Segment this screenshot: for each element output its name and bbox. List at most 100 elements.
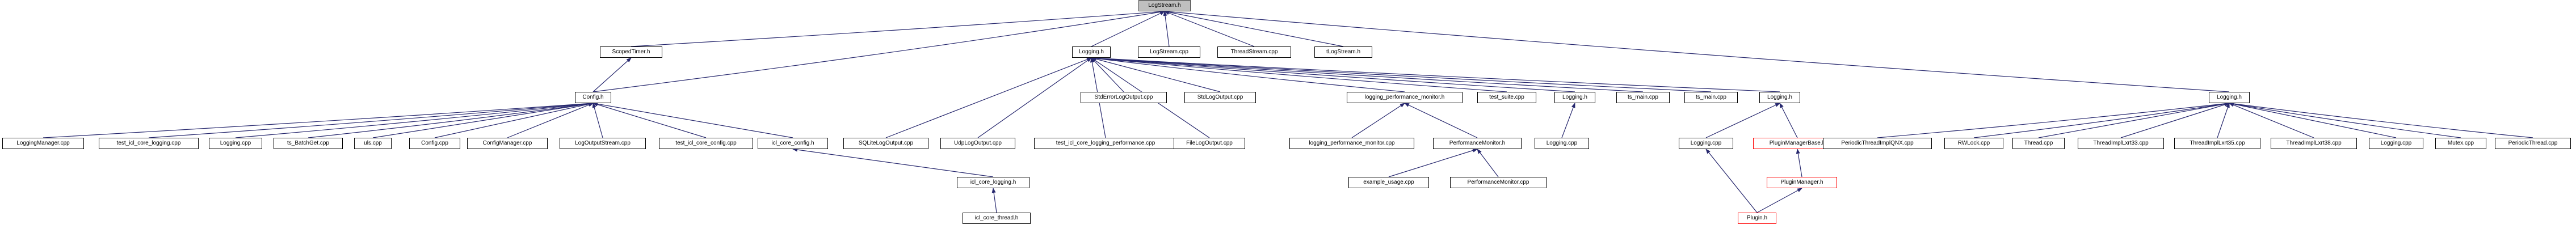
graph-node-performancemonitor-h[interactable]: PerformanceMonitor.h <box>1433 138 1522 149</box>
graph-node-ts-batchget-cpp[interactable]: ts_BatchGet.cpp <box>274 138 343 149</box>
graph-node-label: RWLock.cpp <box>1957 140 1990 146</box>
graph-node-logstream-h[interactable]: LogStream.h <box>1138 0 1191 11</box>
graph-node-logging-h[interactable]: Logging.h <box>2209 92 2250 103</box>
graph-node-thread-cpp[interactable]: Thread.cpp <box>2012 138 2065 149</box>
graph-node-plugin-h[interactable]: Plugin.h <box>1738 213 1776 224</box>
graph-node-label: ThreadImplLxrt35.cpp <box>2190 140 2245 146</box>
graph-edge <box>885 57 1092 138</box>
graph-node-config-h[interactable]: Config.h <box>575 92 611 103</box>
graph-node-rwlock-cpp[interactable]: RWLock.cpp <box>1944 138 2003 149</box>
graph-node-tlogstream-h[interactable]: tLogStream.h <box>1314 46 1372 58</box>
graph-node-logging-cpp[interactable]: Logging.cpp <box>1679 138 1733 149</box>
graph-node-logging-h[interactable]: Logging.h <box>1759 92 1800 103</box>
graph-edge <box>1091 57 1124 92</box>
graph-edge <box>792 147 994 177</box>
graph-edge <box>1404 103 1478 138</box>
graph-node-label: logging_performance_monitor.cpp <box>1309 140 1395 146</box>
graph-node-label: test_icl_core_logging_performance.cpp <box>1056 140 1155 146</box>
graph-node-uls-cpp[interactable]: uls.cpp <box>354 138 392 149</box>
graph-node-label: Config.h <box>582 94 604 100</box>
graph-node-stdlogoutput-cpp[interactable]: StdLogOutput.cpp <box>1184 92 1256 103</box>
graph-node-loggingmanager-cpp[interactable]: LoggingManager.cpp <box>2 138 84 149</box>
graph-edge <box>434 102 594 138</box>
graph-node-label: ThreadImplLxrt33.cpp <box>2093 140 2149 146</box>
graph-node-filelogoutput-cpp[interactable]: FileLogOutput.cpp <box>1174 138 1245 149</box>
graph-node-logging-performance-monitor-h[interactable]: logging_performance_monitor.h <box>1347 92 1463 103</box>
graph-node-label: StdErrorLogOutput.cpp <box>1094 94 1153 100</box>
graph-node-label: uls.cpp <box>364 140 382 146</box>
graph-node-performancemonitor-cpp[interactable]: PerformanceMonitor.cpp <box>1450 177 1547 188</box>
graph-node-logoutputstream-cpp[interactable]: LogOutputStream.cpp <box>560 138 646 149</box>
graph-edge <box>1973 101 2230 138</box>
graph-node-stderrorlogoutput-cpp[interactable]: StdErrorLogOutput.cpp <box>1081 92 1167 103</box>
graph-node-threadimpllxrt33-cpp[interactable]: ThreadImplLxrt33.cpp <box>2078 138 2164 149</box>
graph-edge <box>1091 11 1165 47</box>
graph-node-test-icl-core-config-cpp[interactable]: test_icl_core_config.cpp <box>659 138 753 149</box>
graph-node-udplogoutput-cpp[interactable]: UdpLogOutput.cpp <box>940 138 1015 149</box>
graph-node-config-cpp[interactable]: Config.cpp <box>409 138 460 149</box>
graph-node-scopedtimer-h[interactable]: ScopedTimer.h <box>600 46 662 58</box>
graph-node-logstream-cpp[interactable]: LogStream.cpp <box>1138 46 1200 58</box>
graph-node-configmanager-cpp[interactable]: ConfigManager.cpp <box>467 138 548 149</box>
graph-edge <box>592 103 603 138</box>
graph-node-icl-core-config-h[interactable]: icl_core_config.h <box>758 138 828 149</box>
graph-node-label: Plugin.h <box>1746 215 1768 221</box>
graph-node-example-usage-cpp[interactable]: example_usage.cpp <box>1348 177 1429 188</box>
graph-node-label: Logging.cpp <box>1690 140 1722 146</box>
graph-node-icl-core-thread-h[interactable]: icl_core_thread.h <box>963 213 1031 224</box>
graph-edge <box>1164 11 1255 47</box>
graph-node-mutex-cpp[interactable]: Mutex.cpp <box>2435 138 2486 149</box>
graph-node-label: PeriodicThread.cpp <box>2508 140 2558 146</box>
graph-edge <box>1091 56 1405 92</box>
graph-node-threadimpllxrt38-cpp[interactable]: ThreadImplLxrt38.cpp <box>2271 138 2357 149</box>
graph-edge <box>2229 101 2461 138</box>
graph-node-sqlitelogoutput-cpp[interactable]: SQLiteLogOutput.cpp <box>843 138 928 149</box>
graph-node-logging-h[interactable]: Logging.h <box>1554 92 1595 103</box>
graph-node-label: PerformanceMonitor.h <box>1449 140 1506 146</box>
graph-node-logging-cpp[interactable]: Logging.cpp <box>2369 138 2423 149</box>
graph-edge <box>2120 103 2230 138</box>
graph-node-periodicthread-cpp[interactable]: PeriodicThread.cpp <box>2495 138 2571 149</box>
graph-edge <box>235 101 594 138</box>
graph-edge <box>1756 188 1802 213</box>
graph-node-label: StdLogOutput.cpp <box>1197 94 1243 100</box>
graph-node-label: PerformanceMonitor.cpp <box>1467 179 1529 185</box>
graph-node-label: Logging.h <box>1767 94 1792 100</box>
graph-node-ts-main-cpp[interactable]: ts_main.cpp <box>1616 92 1670 103</box>
graph-node-label: test_suite.cpp <box>1489 94 1524 100</box>
graph-node-logging-h[interactable]: Logging.h <box>1072 46 1111 58</box>
graph-node-logging-performance-monitor-cpp[interactable]: logging_performance_monitor.cpp <box>1289 138 1414 149</box>
graph-edge <box>592 101 793 138</box>
graph-node-icl-core-logging-h[interactable]: icl_core_logging.h <box>957 177 1029 188</box>
graph-edge <box>1779 103 1798 138</box>
graph-edge <box>1091 56 1575 92</box>
graph-edge <box>308 101 594 138</box>
graph-node-label: LoggingManager.cpp <box>16 140 70 146</box>
graph-node-test-icl-core-logging-performance-cpp[interactable]: test_icl_core_logging_performance.cpp <box>1034 138 1177 149</box>
graph-node-label: Logging.h <box>1562 94 1587 100</box>
graph-node-test-icl-core-logging-cpp[interactable]: test_icl_core_logging.cpp <box>99 138 199 149</box>
graph-node-label: Logging.h <box>1079 49 1104 55</box>
graph-edge <box>1164 10 1344 47</box>
graph-node-pluginmanager-h[interactable]: PluginManager.h <box>1767 177 1837 188</box>
graph-node-ts-main-cpp[interactable]: ts_main.cpp <box>1684 92 1738 103</box>
graph-node-label: PluginManagerBase.h <box>1769 140 1826 146</box>
graph-edge <box>1705 103 1780 138</box>
graph-edge <box>507 103 594 138</box>
graph-node-threadimpllxrt35-cpp[interactable]: ThreadImplLxrt35.cpp <box>2174 138 2260 149</box>
graph-node-label: tLogStream.h <box>1326 49 1361 55</box>
graph-node-logging-cpp[interactable]: Logging.cpp <box>209 138 262 149</box>
graph-node-label: Logging.cpp <box>220 140 251 146</box>
graph-edge <box>2217 103 2230 138</box>
graph-edge <box>1351 103 1405 138</box>
graph-node-logging-cpp[interactable]: Logging.cpp <box>1535 138 1589 149</box>
graph-node-label: test_icl_core_config.cpp <box>675 140 737 146</box>
graph-node-label: Logging.cpp <box>1546 140 1578 146</box>
graph-edge <box>2229 102 2397 138</box>
graph-node-label: ts_BatchGet.cpp <box>287 140 329 146</box>
graph-edge <box>991 188 997 213</box>
graph-node-test-suite-cpp[interactable]: test_suite.cpp <box>1477 92 1536 103</box>
graph-node-threadstream-cpp[interactable]: ThreadStream.cpp <box>1217 46 1291 58</box>
graph-node-periodicthreadimplqnx-cpp[interactable]: PeriodicThreadImplQNX.cpp <box>1823 138 1932 149</box>
